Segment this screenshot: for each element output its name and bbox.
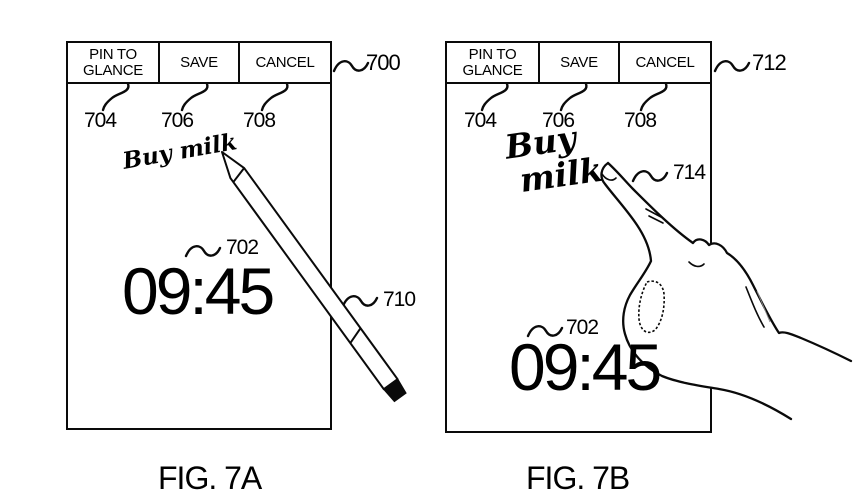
clock-display: 09:45	[509, 330, 662, 404]
device-frame-7a: PIN TO GLANCE SAVE CANCEL	[66, 41, 332, 430]
tilde-leader-712	[713, 60, 751, 73]
cancel-button[interactable]: CANCEL	[238, 43, 330, 82]
cancel-button[interactable]: CANCEL	[618, 43, 710, 82]
tilde-leader-710	[341, 295, 379, 308]
figure-caption-7a: FIG. 7A	[158, 460, 262, 496]
toolbar-7a: PIN TO GLANCE SAVE CANCEL	[68, 43, 330, 84]
palm-crease	[745, 286, 765, 328]
button-label: SAVE	[560, 53, 598, 71]
ref-label-710: 710	[383, 288, 416, 311]
ref-label-708: 708	[624, 109, 657, 132]
ref-label-704: 704	[464, 109, 497, 132]
save-button[interactable]: SAVE	[538, 43, 618, 82]
ref-label-714: 714	[673, 161, 706, 184]
toolbar-7b: PIN TO GLANCE SAVE CANCEL	[447, 43, 710, 84]
button-label: PIN TO GLANCE	[83, 45, 143, 79]
ref-label-706: 706	[542, 109, 575, 132]
handwritten-note: Buy milk	[503, 118, 605, 200]
button-label: CANCEL	[255, 53, 315, 71]
button-label: SAVE	[180, 53, 218, 71]
pin-to-glance-button[interactable]: PIN TO GLANCE	[68, 43, 158, 82]
ref-label-706: 706	[161, 109, 194, 132]
ref-label-700: 700	[366, 50, 401, 75]
ref-label-712: 712	[752, 50, 787, 75]
clock-display: 09:45	[122, 254, 275, 328]
figure-caption-7b: FIG. 7B	[526, 460, 630, 496]
tilde-leader-700	[332, 60, 370, 73]
ref-label-708: 708	[243, 109, 276, 132]
ref-label-704: 704	[84, 109, 117, 132]
button-label: CANCEL	[635, 53, 695, 71]
button-label: PIN TO GLANCE	[462, 45, 523, 79]
ref-label-702: 702	[566, 316, 599, 339]
pin-to-glance-button[interactable]: PIN TO GLANCE	[447, 43, 538, 82]
save-button[interactable]: SAVE	[158, 43, 238, 82]
wrist-sketch-line	[756, 290, 771, 323]
